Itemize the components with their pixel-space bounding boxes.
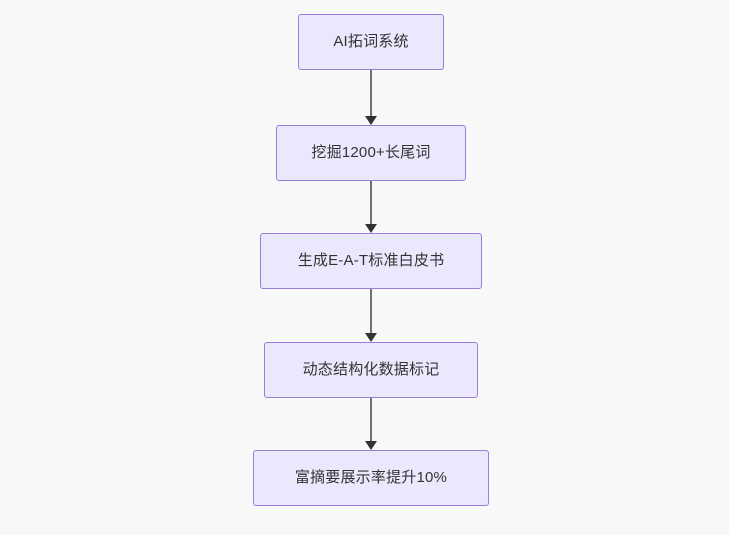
- flow-node-mine-longtail-keywords[interactable]: 挖掘1200+长尾词: [276, 125, 466, 181]
- flow-node-generate-eat-whitepaper[interactable]: 生成E-A-T标准白皮书: [260, 233, 482, 289]
- flow-node-label: 动态结构化数据标记: [302, 361, 440, 378]
- arrowhead-icon: [365, 116, 377, 125]
- flow-node-rich-snippet-impression-lift[interactable]: 富摘要展示率提升10%: [253, 450, 489, 506]
- edge-line: [370, 70, 372, 117]
- flow-node-ai-keyword-system[interactable]: AI拓词系统: [298, 14, 444, 70]
- edge-line: [370, 398, 372, 442]
- edge-n2-to-n3: [364, 181, 378, 233]
- arrowhead-icon: [365, 224, 377, 233]
- arrowhead-icon: [365, 333, 377, 342]
- edge-n4-to-n5: [364, 398, 378, 450]
- edge-n1-to-n2: [364, 70, 378, 125]
- edge-line: [370, 181, 372, 225]
- flow-node-label: 生成E-A-T标准白皮书: [297, 252, 445, 269]
- flow-node-label: 富摘要展示率提升10%: [294, 469, 448, 486]
- flow-node-label: 挖掘1200+长尾词: [311, 144, 431, 161]
- flow-node-dynamic-structured-data-markup[interactable]: 动态结构化数据标记: [264, 342, 478, 398]
- edge-line: [370, 289, 372, 334]
- arrowhead-icon: [365, 441, 377, 450]
- edge-n3-to-n4: [364, 289, 378, 342]
- flow-node-label: AI拓词系统: [333, 33, 409, 50]
